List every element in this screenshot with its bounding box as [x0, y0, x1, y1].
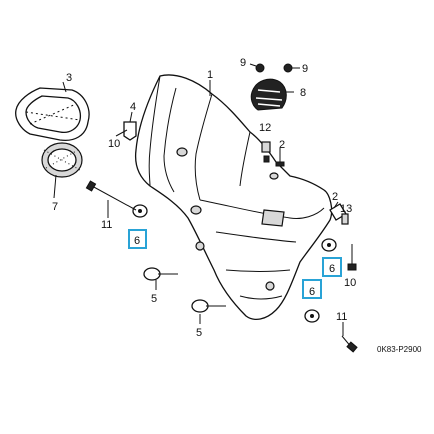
washer-6-left — [132, 204, 148, 218]
highlight-6-right — [322, 257, 342, 277]
part-2-screw-upper — [275, 148, 285, 167]
washer-6-lower — [304, 309, 320, 323]
callout-13: 13 — [340, 203, 352, 215]
callout-8: 8 — [300, 87, 306, 99]
callout-2-right: 2 — [332, 191, 338, 203]
bolt-5-upper — [143, 267, 178, 281]
bolt-11-right — [341, 335, 358, 353]
callout-6-lower: 6 — [309, 286, 315, 298]
part-1-cowl — [134, 74, 333, 321]
bolt-11-left — [85, 180, 137, 211]
highlight-6-lower — [302, 279, 322, 299]
part-12-grommet — [261, 141, 271, 163]
callout-7: 7 — [52, 201, 58, 213]
callout-6-left: 6 — [134, 235, 140, 247]
washer-6-right — [321, 238, 337, 252]
callout-10-right: 10 — [344, 277, 356, 289]
part-8-housing — [250, 78, 287, 111]
highlight-6-left — [128, 229, 147, 249]
callout-6-right: 6 — [329, 263, 335, 275]
bolt-5-lower — [191, 299, 226, 313]
callout-5-lower: 5 — [196, 327, 202, 339]
callout-1: 1 — [207, 69, 213, 81]
callout-9-left: 9 — [240, 57, 246, 69]
callout-12: 12 — [259, 122, 271, 134]
callout-3: 3 — [66, 72, 72, 84]
callout-5-upper: 5 — [151, 293, 157, 305]
callout-11-right: 11 — [336, 311, 347, 323]
part-3-gasket — [15, 87, 90, 142]
callout-11-left: 11 — [101, 219, 112, 231]
callout-4: 4 — [130, 101, 136, 113]
callout-2-upper: 2 — [279, 139, 285, 151]
diagram-code: 0K83-P2900 — [377, 345, 422, 354]
part-7-ring — [41, 142, 83, 178]
callout-10-left: 10 — [108, 138, 120, 150]
part-9-nuts — [255, 63, 293, 73]
callout-9-right: 9 — [302, 63, 308, 75]
part-4-bracket — [115, 121, 137, 141]
